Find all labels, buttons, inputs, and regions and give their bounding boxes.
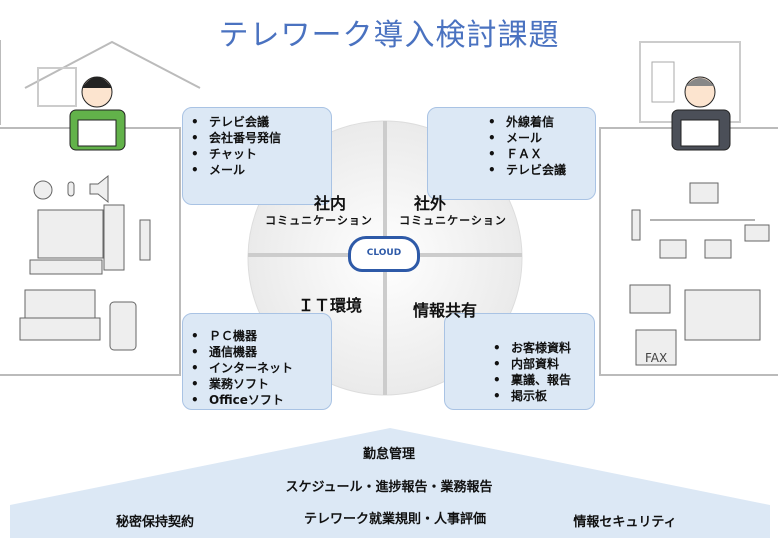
list-item: チャット [191, 146, 323, 162]
external-comm-box: 外線着信メールＦＡＸテレビ会議 [427, 107, 596, 200]
foundation-right: 情報セキュリティ [573, 515, 677, 530]
foundation-shape [10, 428, 770, 538]
list-item: メール [191, 162, 323, 178]
internal-comm-box: テレビ会議会社番号発信チャットメール [182, 107, 332, 205]
list-item: 業務ソフト [191, 376, 323, 392]
list-item: 通信機器 [191, 344, 323, 360]
cloud-icon: CLOUD [348, 236, 420, 272]
info-share-box: お客様資料内部資料稟議、報告掲示板 [444, 313, 595, 410]
it-env-box: ＰＣ機器通信機器インターネット業務ソフトOfficeソフト [182, 313, 332, 410]
list-item: 会社番号発信 [191, 130, 323, 146]
list-item: Officeソフト [191, 392, 323, 408]
page-title: テレワーク導入検討課題 [218, 18, 560, 53]
foundation-center: テレワーク就業規則・人事評価 [303, 512, 486, 527]
list-item: インターネット [191, 360, 323, 376]
office-network-icon [629, 182, 770, 366]
list-item: メール [488, 130, 587, 146]
list-item: 内部資料 [493, 356, 586, 372]
list-item: テレビ会議 [191, 114, 323, 130]
list-item: 稟議、報告 [493, 372, 586, 388]
home-worker-icon [69, 76, 126, 151]
it-title: ＩＴ環境 [297, 296, 362, 315]
foundation-middle: スケジュール・進捗報告・業務報告 [285, 480, 493, 495]
list-item: ＰＣ機器 [191, 328, 323, 344]
list-item: 掲示板 [493, 388, 586, 404]
office-worker-icon [651, 61, 731, 151]
list-item: お客様資料 [493, 340, 586, 356]
internal-subtitle: コミュニケーション [265, 214, 373, 227]
list-item: 外線着信 [488, 114, 587, 130]
foundation-left: 秘密保持契約 [115, 515, 194, 530]
external-subtitle: コミュニケーション [399, 214, 507, 227]
external-title: 社外 [413, 194, 446, 213]
pc-devices-icon [19, 174, 151, 351]
cloud-label: CLOUD [366, 248, 402, 258]
list-item: ＦＡＸ [488, 146, 587, 162]
list-item: テレビ会議 [488, 162, 587, 178]
fax-label: FAX [645, 351, 667, 365]
foundation-top: 勤怠管理 [362, 447, 415, 462]
info-title: 情報共有 [412, 301, 477, 320]
internal-title: 社内 [313, 194, 346, 213]
